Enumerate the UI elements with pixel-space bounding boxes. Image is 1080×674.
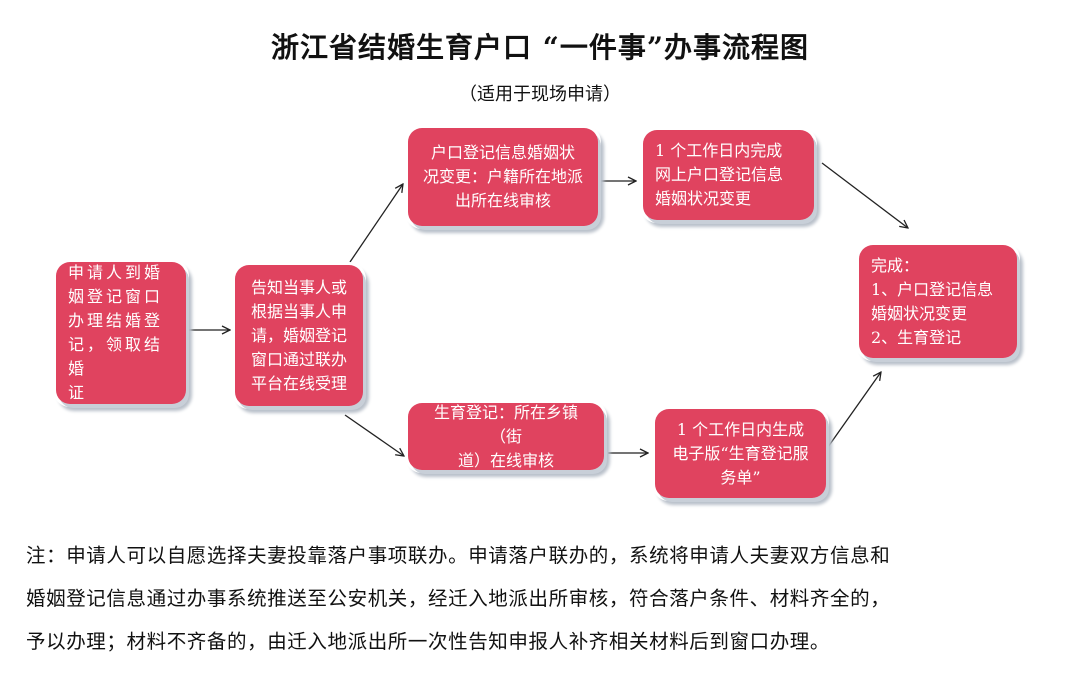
node-birth-done-text: 1 个工作日内生成 电子版“生育登记服 务单” [672, 419, 809, 487]
page-subtitle: （适用于现场申请） [459, 84, 621, 105]
arrow-hukou-done-to-complete [821, 162, 908, 228]
node-birth-review-text: 生育登记：所在乡镇（街 道）在线审核 [433, 402, 578, 470]
arrow-accept-to-hukou-review [349, 184, 403, 263]
node-hukou-review: 户口登记信息婚姻状 况变更：户籍所在地派 出所在线审核 [408, 128, 598, 226]
node-apply-text: 申请人到婚 姻登记窗口 办理结婚登 记，领取结婚 证 [68, 263, 164, 402]
node-birth-review: 生育登记：所在乡镇（街 道）在线审核 [408, 403, 604, 470]
node-birth-done: 1 个工作日内生成 电子版“生育登记服 务单” [655, 409, 826, 498]
node-hukou-done: 1 个工作日内完成 网上户口登记信息 婚姻状况变更 [643, 130, 814, 220]
node-accept-text: 告知当事人或 根据当事人申 请，婚姻登记 窗口通过联办 平台在线受理 [250, 277, 347, 393]
arrow-birth-done-to-complete [827, 372, 881, 448]
node-hukou-done-text: 1 个工作日内完成 网上户口登记信息 婚姻状况变更 [655, 141, 784, 208]
page-title: 浙江省结婚生育户口 “一件事”办事流程图 [271, 31, 809, 64]
footnote: 注：申请人可以自愿选择夫妻投靠落户事项联办。申请落户联办的，系统将申请人夫妻双方… [26, 544, 891, 653]
node-complete-text: 完成： 1、户口登记信息 婚姻状况变更 2、生育登记 [871, 255, 994, 347]
arrow-accept-to-birth-review [344, 414, 404, 456]
node-accept: 告知当事人或 根据当事人申 请，婚姻登记 窗口通过联办 平台在线受理 [235, 265, 363, 406]
node-complete: 完成： 1、户口登记信息 婚姻状况变更 2、生育登记 [859, 245, 1017, 358]
node-apply: 申请人到婚 姻登记窗口 办理结婚登 记，领取结婚 证 [56, 262, 186, 404]
node-hukou-review-text: 户口登记信息婚姻状 况变更：户籍所在地派 出所在线审核 [422, 143, 583, 210]
